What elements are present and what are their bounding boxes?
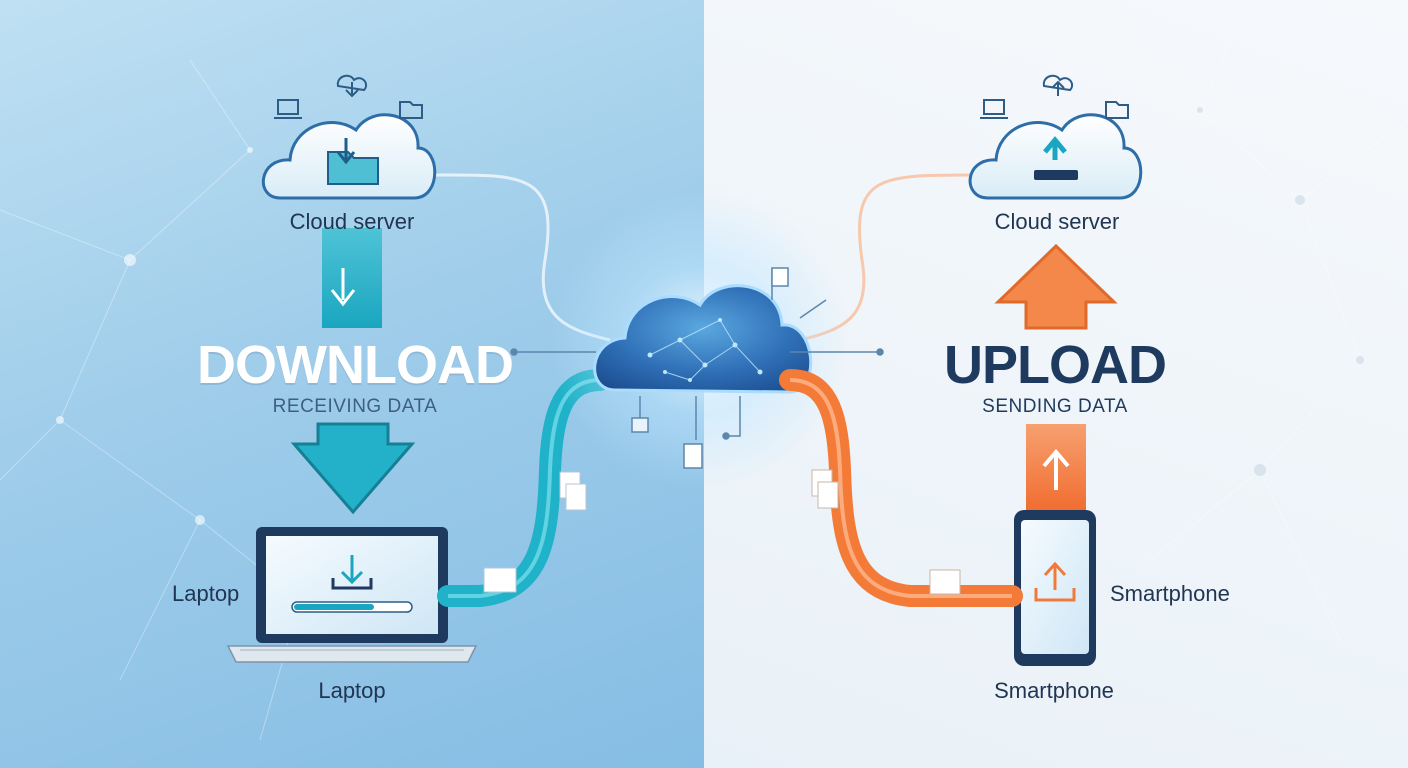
smartphone-bottom-label: Smartphone [994, 678, 1114, 703]
upload-arrow-icon [1034, 136, 1078, 180]
download-shaft-arrow [322, 228, 382, 328]
laptop-device [226, 527, 478, 663]
upload-server-label: Cloud server [994, 209, 1120, 234]
laptop-side-label: Laptop [172, 581, 240, 606]
upload-shaft-arrow [1026, 424, 1086, 516]
upload-title: UPLOAD [944, 335, 1167, 395]
download-title: DOWNLOAD [197, 335, 514, 395]
background-nodes [56, 107, 1364, 525]
center-network-lines [649, 319, 761, 381]
download-subtitle: RECEIVING DATA [272, 396, 438, 417]
laptop-bottom-label: Laptop [318, 678, 386, 703]
download-doc-icons [483, 471, 587, 593]
laptop-download-icon [331, 555, 373, 590]
upload-top-small-icons [980, 74, 1129, 119]
download-big-arrow [290, 422, 416, 515]
upload-doc-icons [811, 469, 961, 595]
download-folder-icon [327, 138, 379, 185]
download-top-small-icons [274, 74, 423, 119]
smartphone-side-label: Smartphone [1110, 581, 1230, 606]
smartphone-upload-icon [1034, 561, 1076, 602]
upload-subtitle: SENDING DATA [982, 396, 1128, 417]
laptop-progress-bar [291, 601, 413, 613]
upload-big-arrow [994, 243, 1118, 330]
download-server-label: Cloud server [289, 209, 415, 234]
circuit-lines [510, 267, 884, 469]
center-cloud [593, 284, 813, 394]
